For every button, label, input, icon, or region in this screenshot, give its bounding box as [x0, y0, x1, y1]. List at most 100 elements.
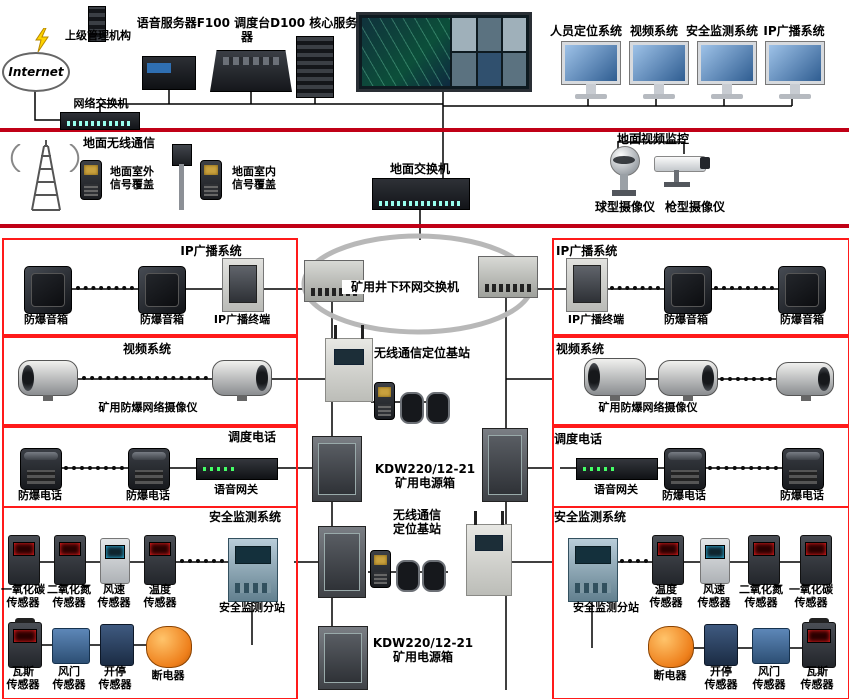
- dotted-link: [180, 559, 224, 563]
- power-breaker: [146, 626, 192, 668]
- terminal-label: IP广播终端: [213, 313, 271, 326]
- monitor-label-video: 视频系统: [629, 24, 678, 38]
- dome-camera: [606, 146, 642, 200]
- server-screen: [147, 63, 171, 73]
- gun-lens: [700, 157, 710, 169]
- sensor-handle: [15, 618, 35, 623]
- management-server: [88, 6, 106, 42]
- core-server: [296, 36, 334, 98]
- servers-label: 语音服务器F100 调度台D100 核心服务器: [136, 16, 358, 45]
- base-station-2-label: 无线通信 定位基站: [392, 508, 441, 537]
- gun-neck: [674, 170, 679, 182]
- phone-label: 防爆电话: [780, 489, 824, 502]
- left-phone-title: 调度电话: [227, 430, 276, 444]
- lightning-icon: [35, 28, 49, 52]
- substation-label: 安全监测分站: [219, 601, 285, 614]
- sensor-label: 二氧化氮 传感器: [739, 583, 783, 609]
- sensor-display: [705, 545, 725, 559]
- indoor-coverage-label: 地面室内 信号覆盖: [232, 165, 276, 191]
- positioning-tag-4: [422, 560, 446, 592]
- wall-cell: [502, 53, 526, 86]
- explosion-proof-phone: [782, 448, 824, 490]
- wall-cell: [452, 53, 476, 86]
- left-safety-title: 安全监测系统: [208, 510, 281, 524]
- radio-wave-left-icon: [10, 144, 21, 172]
- dome-neck: [620, 174, 628, 190]
- speaker-label: 防爆音箱: [24, 313, 68, 326]
- terminal-label: IP广播终端: [567, 313, 625, 326]
- ip-broadcast-terminal: [566, 258, 608, 312]
- speaker-label: 防爆音箱: [140, 313, 184, 326]
- sensor-display: [13, 542, 35, 556]
- sensor-label: 瓦斯 传感器: [800, 665, 834, 691]
- sensor-display: [753, 542, 775, 556]
- sensor-label: 瓦斯 传感器: [6, 665, 40, 691]
- speaker-label: 防爆音箱: [664, 313, 708, 326]
- wind-sensor: [700, 538, 730, 584]
- sensor-display: [805, 542, 827, 556]
- co-sensor: [800, 535, 832, 585]
- monitor-label-safety: 安全监测系统: [685, 24, 758, 38]
- dotted-link: [82, 376, 208, 380]
- air-door-sensor: [52, 628, 90, 664]
- pole-mast: [179, 164, 184, 210]
- on-off-sensor: [704, 624, 738, 666]
- mine-camera: [18, 360, 78, 401]
- mine-phone-2: [370, 550, 391, 588]
- wall-cell: [477, 18, 501, 51]
- sensor-display: [13, 629, 37, 643]
- sensor-label: 开停 传感器: [98, 665, 132, 691]
- gun-base: [664, 182, 690, 187]
- antenna-tower-icon: [31, 140, 61, 211]
- ground-video-label: 地面视频监控: [616, 132, 689, 146]
- monitor-safety: [697, 41, 757, 99]
- antenna-icon: [474, 511, 477, 525]
- sensor-label: 风门 传感器: [752, 665, 786, 691]
- explosion-proof-phone: [20, 448, 62, 490]
- power-box-2: [318, 626, 368, 690]
- right-broadcast-title: IP广播系统: [556, 244, 618, 258]
- wind-sensor: [100, 538, 130, 584]
- phone-label: 防爆电话: [126, 489, 170, 502]
- speaker-label: 防爆音箱: [780, 313, 824, 326]
- ground-switch-label: 地面交换机: [389, 162, 450, 176]
- substation-label: 安全监测分站: [573, 601, 639, 614]
- power-box-2-label: KDW220/12-21 矿用电源箱: [372, 636, 474, 665]
- no2-sensor: [748, 535, 780, 585]
- video-wall-grid: [452, 18, 526, 86]
- co-sensor: [8, 535, 40, 585]
- antenna-icon: [334, 325, 337, 339]
- no2-sensor: [54, 535, 86, 585]
- base-station-1-label: 无线通信定位基站: [374, 346, 471, 360]
- junction-box: [318, 526, 366, 598]
- network-switch: [60, 112, 140, 130]
- gateway-label: 语音网关: [214, 483, 258, 496]
- mine-phone-1: [374, 382, 395, 420]
- voice-gateway: [196, 458, 278, 480]
- gateway-label: 语音网关: [594, 483, 638, 496]
- signal-pole: [168, 144, 194, 210]
- mine-camera-label: 矿用防爆网络摄像仪: [598, 401, 698, 414]
- divider-top: [0, 128, 849, 132]
- console-keys: [223, 57, 279, 65]
- divider-bottom: [0, 224, 849, 228]
- positioning-tag-1: [400, 392, 424, 424]
- monitor-label-positioning: 人员定位系统: [549, 24, 622, 38]
- sensor-label: 一氧化碳 传感器: [1, 583, 45, 609]
- explosion-proof-speaker: [24, 266, 72, 314]
- wall-cell: [452, 18, 476, 51]
- base-station-2: [466, 511, 512, 596]
- dotted-link: [720, 377, 772, 381]
- video-wall-map: [362, 18, 451, 86]
- sensor-label: 开停 传感器: [704, 665, 738, 691]
- breaker-label: 断电器: [653, 669, 687, 682]
- sensor-display: [59, 542, 81, 556]
- dotted-link: [620, 559, 648, 563]
- sensor-label: 风门 传感器: [52, 665, 86, 691]
- power-box-1-label: KDW220/12-21 矿用电源箱: [374, 462, 476, 491]
- voice-server: [142, 56, 196, 90]
- explosion-proof-speaker: [664, 266, 712, 314]
- left-broadcast-title: IP广播系统: [180, 244, 242, 258]
- breaker-label: 断电器: [151, 669, 185, 682]
